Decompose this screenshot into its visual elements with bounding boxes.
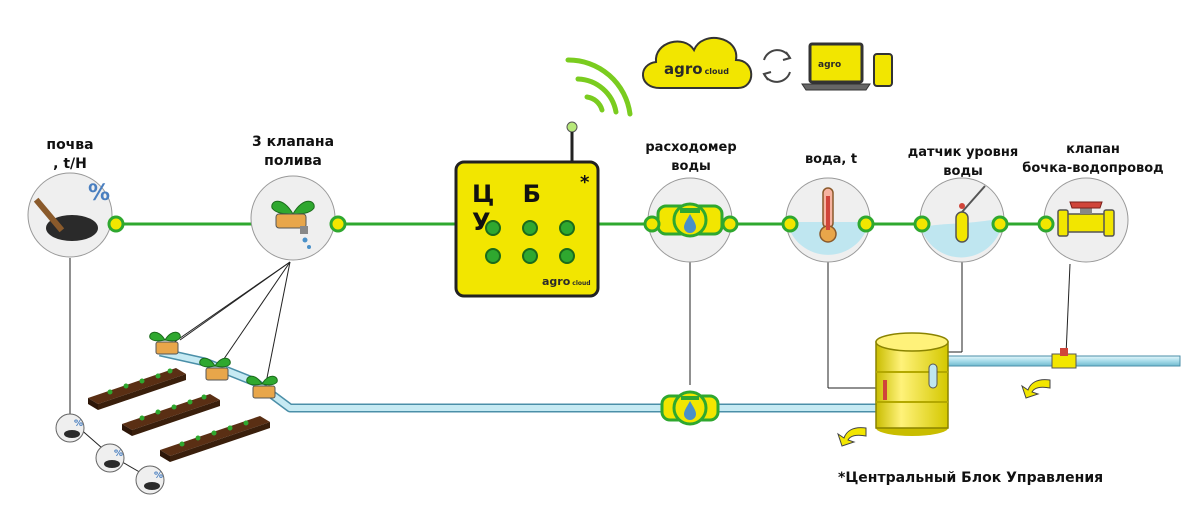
level-sensor-label: датчик уровня воды (898, 143, 1028, 181)
water-temp-label-line1: вода, t (804, 152, 858, 167)
svg-text:%: % (154, 471, 163, 481)
footnote: *Центральный Блок Управления (838, 470, 1104, 486)
pipe-flowmeter (660, 390, 720, 426)
cbu-led (485, 220, 501, 236)
antenna-tip (566, 121, 578, 133)
svg-text:agro: agro (818, 60, 841, 70)
small-soil-sensor-3: % (135, 465, 165, 495)
faucet-icon (275, 213, 307, 229)
cbu-letter-3: У (472, 208, 493, 236)
valve-handle-icon (1069, 201, 1103, 209)
bed-valve-3 (246, 375, 278, 399)
water-barrel (875, 332, 949, 436)
soil-pile-icon (46, 215, 98, 241)
cbu-title: Ц Б У (472, 180, 602, 236)
valves-label-line1: 3 клапана (251, 134, 335, 150)
valves-node (250, 175, 347, 261)
flowmeter-label: расходомер воды (634, 138, 748, 176)
cbu-asterisk: * (580, 172, 590, 193)
flowmeter-label-line2: воды (671, 159, 711, 174)
probe-icon (33, 197, 65, 233)
soil-percent-text: % (88, 181, 110, 206)
cbu-letter-1: Ц (472, 180, 497, 208)
pipe-valve-icon (1051, 348, 1077, 369)
svg-text:%: % (114, 449, 123, 459)
laptop-icon: agro (801, 42, 871, 91)
drop-icon (302, 237, 308, 243)
valves-connector (329, 215, 347, 233)
bed-valve-2 (199, 357, 231, 381)
valves-label: 3 клапана полива (238, 133, 348, 171)
soil-sensor: % (27, 172, 125, 258)
soil-label-line2: , t/H (53, 156, 87, 172)
barrel-valve-label-line1: клапан (1066, 142, 1120, 157)
level-sensor-label-line2: воды (943, 164, 983, 179)
flowmeter-sensor (643, 177, 739, 263)
level-sensor (913, 177, 1009, 263)
barrel-valve-label-line2: бочка-водопровод (1022, 161, 1164, 176)
barrel-valve-label: клапан бочка-водопровод (1018, 140, 1168, 178)
barrel-valve-sensor (1037, 177, 1129, 263)
bed-valve-1 (149, 331, 181, 355)
sync-arrows-icon (762, 49, 792, 83)
svg-text:%: % (74, 419, 83, 429)
phone-icon (873, 53, 893, 87)
water-temp-label: вода, t (786, 150, 876, 169)
small-soil-sensor-1: % (55, 413, 85, 443)
valves-label-line2: полива (264, 153, 322, 169)
small-soil-sensor-2: % (95, 443, 125, 473)
soil-label-line1: почва (46, 137, 94, 153)
flowmeter-label-line1: расходомер (645, 140, 737, 155)
wifi-signal-icon (565, 57, 633, 117)
flow-arrow-in (1021, 379, 1051, 399)
cbu-letter-2: Б (522, 180, 543, 208)
soil-label: почва , t/H (30, 136, 110, 174)
float-icon (955, 211, 969, 243)
water-temp-sensor (781, 177, 875, 263)
plant-beds (88, 368, 270, 462)
flow-arrow-out (837, 427, 867, 447)
level-sensor-label-line1: датчик уровня (907, 145, 1019, 160)
soil-connector (107, 215, 125, 233)
water-drop-icon (684, 214, 696, 233)
